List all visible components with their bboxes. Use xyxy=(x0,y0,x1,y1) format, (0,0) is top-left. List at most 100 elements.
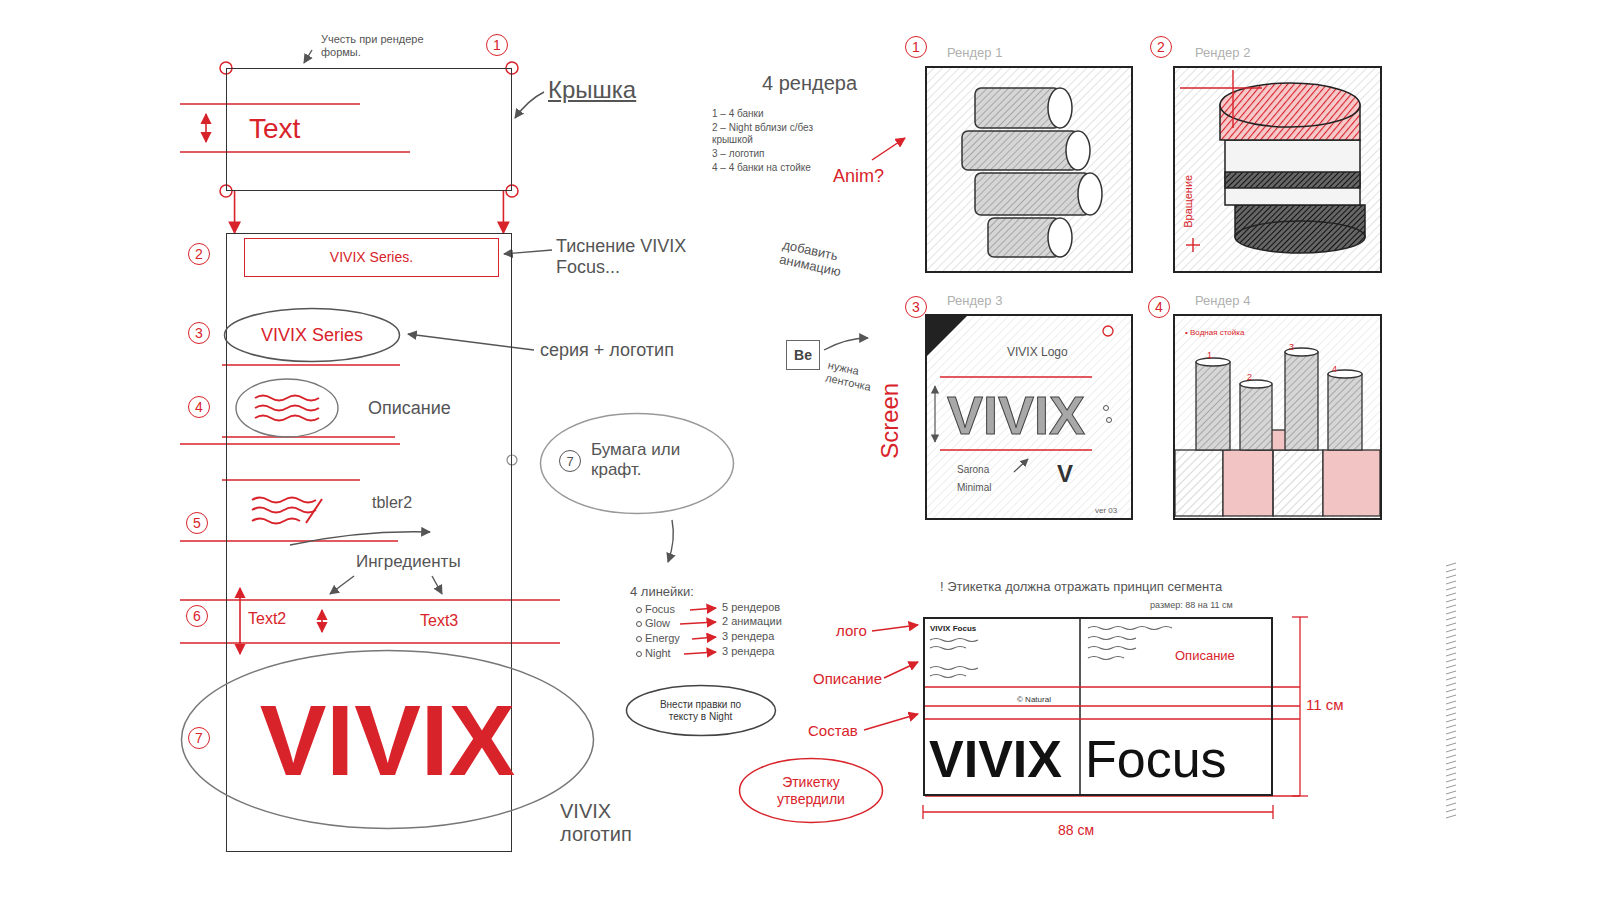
render2-jar-part xyxy=(1220,83,1360,127)
size-dimensions-part xyxy=(923,811,1273,812)
description-scribble-part xyxy=(255,406,319,411)
label-layout xyxy=(925,617,1300,796)
render-frame: Рендер 4• Водная стойка1234 xyxy=(1173,314,1382,520)
callout-number: 5 xyxy=(186,512,208,534)
render-hatching-part xyxy=(927,68,1131,271)
render4-stand-part xyxy=(1240,380,1272,388)
leader-arrows-part xyxy=(824,338,868,350)
arrow-connector xyxy=(503,191,505,233)
callout-number: 2 xyxy=(188,243,210,265)
annotation: 4 линейки: xyxy=(630,585,694,600)
dimension-arrows xyxy=(206,114,322,654)
annotation: Учесть при рендере формы. xyxy=(321,33,446,58)
render3-logo-marks-part xyxy=(934,386,935,442)
node-text: 1 xyxy=(1207,350,1212,360)
node-text: VIVIX Focus xyxy=(930,624,976,633)
render3-logo-marks-part xyxy=(1014,459,1028,472)
callout-number: 7 xyxy=(559,450,581,472)
dimension-arrows-part xyxy=(321,610,323,632)
node-text: © Natural xyxy=(1017,695,1051,704)
node-text: Focus xyxy=(1085,733,1227,785)
render2-jar-part xyxy=(1180,70,1262,252)
annotation: 11 см xyxy=(1306,696,1344,713)
node-text: Рендер 4 xyxy=(1195,294,1250,309)
annotation: 2 – Night вблизи с/без крышкой xyxy=(712,122,837,145)
render2-jar-part xyxy=(1235,221,1365,253)
red-arrows-part xyxy=(864,714,918,730)
label-layout-part xyxy=(930,675,966,678)
lid-box: Text xyxy=(226,68,512,191)
annotation: Крышка xyxy=(548,76,636,104)
render4-stand-part xyxy=(1196,362,1230,450)
logo-ellipse: VIVIX xyxy=(180,649,595,830)
guide-lines-part xyxy=(222,364,400,365)
node-text: VIVIX xyxy=(260,690,516,790)
render-hatching-part xyxy=(1175,68,1380,271)
label-layout-part xyxy=(1088,637,1136,640)
render1-cans-part xyxy=(1048,88,1072,128)
ellipse-outline xyxy=(541,414,734,514)
red-arrows-part xyxy=(872,138,905,160)
leader-arrows-part xyxy=(432,576,442,594)
dimension-arrows-part xyxy=(239,588,241,654)
render3-logo-marks-part xyxy=(940,449,1092,451)
node-text: Описание xyxy=(1175,649,1235,664)
leader-arrows xyxy=(290,50,868,594)
leader-arrows-part xyxy=(408,334,534,350)
size-dimensions-part xyxy=(922,805,923,819)
node-text: 2 xyxy=(1247,372,1252,382)
callout-number: 1 xyxy=(486,34,508,56)
guide-lines-part xyxy=(222,436,395,437)
label-layout-part xyxy=(930,639,978,642)
label-layout-part xyxy=(930,647,966,650)
series-ellipse: VIVIX Series xyxy=(223,307,401,363)
node-text: V xyxy=(1057,460,1073,488)
node-text: VIVIX Series. xyxy=(330,249,413,265)
render3-logo-marks-part xyxy=(1107,418,1112,423)
edge-hatch xyxy=(1446,563,1456,818)
annotation: 88 см xyxy=(1058,822,1094,838)
annotation: 3 – логотип xyxy=(712,148,765,160)
lid-corners xyxy=(220,62,518,197)
list-bullets-part xyxy=(637,652,642,657)
annotation: Состав xyxy=(808,722,858,739)
label-layout-box: VIVIX FocusОписание© NaturalVIVIXFocus xyxy=(923,617,1273,796)
render3-logo-marks-part xyxy=(1104,406,1109,411)
red-arrows-part xyxy=(690,608,716,610)
note-ellipse: Внести правки по тексту в Night xyxy=(625,684,777,737)
label-layout-part xyxy=(1088,657,1124,660)
annotation: 3 рендера xyxy=(722,630,774,643)
render1-cans-part xyxy=(1078,173,1102,215)
callout-number: 4 xyxy=(188,396,210,418)
render4-stand-part xyxy=(1323,450,1380,516)
render4-stand-part xyxy=(1240,384,1272,450)
annotation: Glow xyxy=(645,617,670,630)
description-scribble-part xyxy=(255,396,319,401)
guide-lines-part xyxy=(180,540,398,541)
dimension-arrows-part xyxy=(205,114,207,142)
paper-ellipse: 7Бумага или крафт. xyxy=(539,412,735,515)
annotation: серия + логотип xyxy=(540,340,674,361)
render1-cans-part xyxy=(1048,218,1072,257)
render-hatching xyxy=(927,68,1380,518)
annotation: Описание xyxy=(368,398,451,419)
size-dimensions-part xyxy=(1292,795,1308,796)
annotation: лого xyxy=(836,622,867,639)
render-hatching-part xyxy=(1175,316,1380,518)
render1-cans xyxy=(962,88,1102,257)
edge-hatch-part xyxy=(1446,563,1456,818)
text-holder: Be xyxy=(794,347,812,363)
arrow-connector xyxy=(234,191,236,233)
guide-lines-part xyxy=(180,103,360,104)
node-text: Этикетку утвердили xyxy=(761,774,861,806)
render3-logo-marks xyxy=(927,316,1113,472)
label-layout-part xyxy=(1088,627,1172,630)
approved-ellipse: Этикетку утвердили xyxy=(738,757,884,824)
render2-jar-part xyxy=(1225,172,1360,188)
annotation: 3 рендера xyxy=(722,645,774,658)
description-scribble-part xyxy=(252,498,316,503)
render-frame: Рендер 2 xyxy=(1173,66,1382,273)
render2-jar-part-part xyxy=(1192,238,1193,252)
render2-jar-part-part xyxy=(1180,87,1262,88)
